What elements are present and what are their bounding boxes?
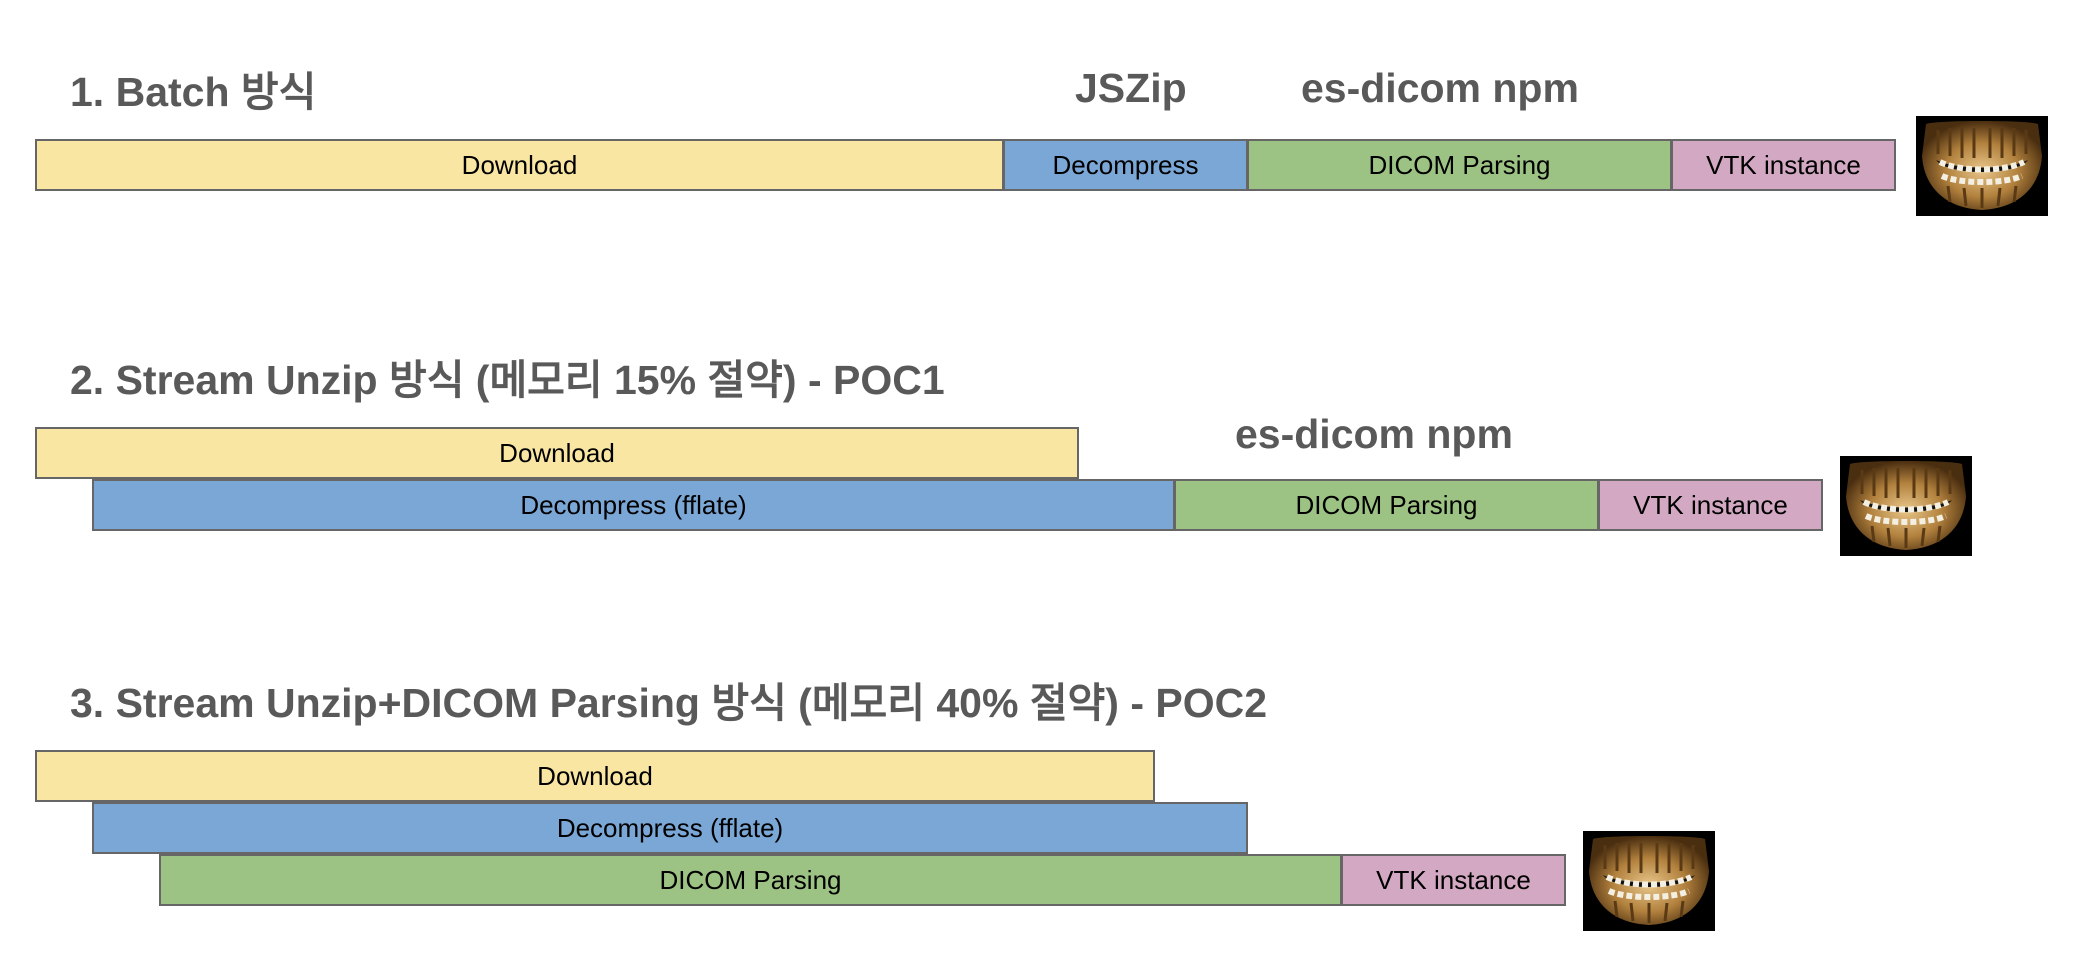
row-2-vtk-instance-bar: VTK instance (1598, 479, 1823, 531)
row-3-dental-ct-image (1583, 831, 1715, 931)
row-1-dicom-parsing-bar: DICOM Parsing (1247, 139, 1672, 191)
row-1-library-es-dicom: es-dicom npm (1301, 65, 1579, 111)
row-3-download-bar: Download (35, 750, 1155, 802)
row-1-decompress-bar: Decompress (1003, 139, 1248, 191)
row-3-title: 3. Stream Unzip+DICOM Parsing 방식 (메모리 40… (70, 680, 1268, 726)
row-2-title: 2. Stream Unzip 방식 (메모리 15% 절약) - POC1 (70, 357, 945, 403)
row-2-decompress-bar: Decompress (fflate) (92, 479, 1175, 531)
row-1-download-bar: Download (35, 139, 1004, 191)
row-1-library-jszip: JSZip (1075, 65, 1187, 111)
row-1-dental-ct-image (1916, 116, 2048, 216)
row-3-decompress-bar: Decompress (fflate) (92, 802, 1248, 854)
row-2-dental-ct-image (1840, 456, 1972, 556)
row-3-dicom-parsing-bar: DICOM Parsing (159, 854, 1342, 906)
row-3-vtk-instance-bar: VTK instance (1341, 854, 1566, 906)
row-1-vtk-instance-bar: VTK instance (1671, 139, 1896, 191)
row-1-title: 1. Batch 방식 (70, 69, 317, 115)
row-2-dicom-parsing-bar: DICOM Parsing (1174, 479, 1599, 531)
row-2-library-es-dicom: es-dicom npm (1235, 411, 1513, 457)
row-2-download-bar: Download (35, 427, 1079, 479)
